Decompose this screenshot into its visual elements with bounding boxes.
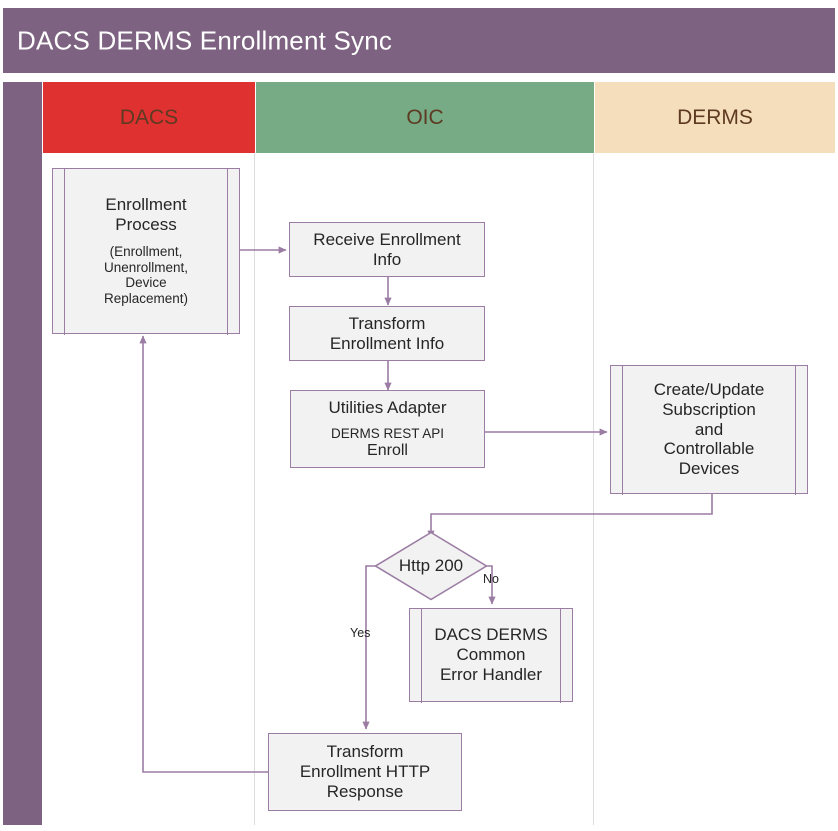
node-utilities-adapter-sub1: DERMS REST API xyxy=(330,426,445,442)
lane-header-oic: OIC xyxy=(256,82,594,153)
node-transform-enrollment-info-line1: Transform xyxy=(348,313,426,333)
node-common-error-handler-line2: Common xyxy=(456,645,526,665)
node-utilities-adapter-sub2: Enroll xyxy=(367,441,408,459)
node-create-update-subscription-line1: Create/Update xyxy=(653,380,765,400)
node-create-update-subscription-line5: Devices xyxy=(678,459,740,479)
lane-label-dacs: DACS xyxy=(119,105,179,129)
lane-label-derms: DERMS xyxy=(677,105,753,129)
node-utilities-adapter-title: Utilities Adapter xyxy=(328,397,447,417)
node-enrollment-process-sub3: Device xyxy=(125,275,167,291)
node-utilities-adapter[interactable]: Utilities Adapter DERMS REST API Enroll xyxy=(290,390,485,468)
lane-label-oic: OIC xyxy=(406,105,444,129)
node-enrollment-process-sub2: Unenrollment, xyxy=(103,259,189,275)
decision-diamond-shape xyxy=(373,531,489,601)
node-enrollment-process-line2: Process xyxy=(115,215,177,235)
node-common-error-handler-line3: Error Handler xyxy=(439,664,543,684)
node-receive-enrollment-info-line1: Receive Enrollment xyxy=(313,229,461,249)
node-transform-http-response-line3: Response xyxy=(326,781,404,801)
swimlane-band xyxy=(3,82,42,825)
node-common-error-handler[interactable]: DACS DERMS Common Error Handler xyxy=(409,607,573,703)
page-title: DACS DERMS Enrollment Sync xyxy=(17,25,393,55)
lane-header-dacs: DACS xyxy=(43,82,255,153)
node-create-update-subscription-line4: Controllable xyxy=(663,439,755,459)
node-transform-enrollment-info-line2: Enrollment Info xyxy=(329,333,445,353)
node-enrollment-process-sub4: Replacement) xyxy=(103,290,189,306)
node-common-error-handler-line1: DACS DERMS xyxy=(434,625,548,645)
node-enrollment-process-sub1: (Enrollment, xyxy=(109,243,183,259)
node-enrollment-process-line1: Enrollment xyxy=(105,195,187,215)
node-transform-http-response-line2: Enrollment HTTP xyxy=(299,762,431,782)
edge-label-yes: Yes xyxy=(350,626,371,640)
node-transform-enrollment-info[interactable]: Transform Enrollment Info xyxy=(289,306,485,361)
node-receive-enrollment-info[interactable]: Receive Enrollment Info xyxy=(289,222,485,277)
node-http-200-label: Http 200 xyxy=(398,556,464,575)
diagram-title-bar: DACS DERMS Enrollment Sync xyxy=(3,8,835,73)
node-create-update-subscription-line3: and xyxy=(694,419,724,439)
node-receive-enrollment-info-line2: Info xyxy=(372,249,402,269)
node-http-200-decision[interactable]: Http 200 xyxy=(373,531,489,601)
node-transform-http-response-line1: Transform xyxy=(326,742,404,762)
node-transform-http-response[interactable]: Transform Enrollment HTTP Response xyxy=(268,733,462,811)
node-enrollment-process[interactable]: Enrollment Process (Enrollment, Unenroll… xyxy=(52,167,240,335)
node-create-update-subscription[interactable]: Create/Update Subscription and Controlla… xyxy=(610,364,808,495)
node-create-update-subscription-line2: Subscription xyxy=(662,399,756,419)
edge-label-no: No xyxy=(483,572,499,586)
lane-header-derms: DERMS xyxy=(595,82,835,153)
